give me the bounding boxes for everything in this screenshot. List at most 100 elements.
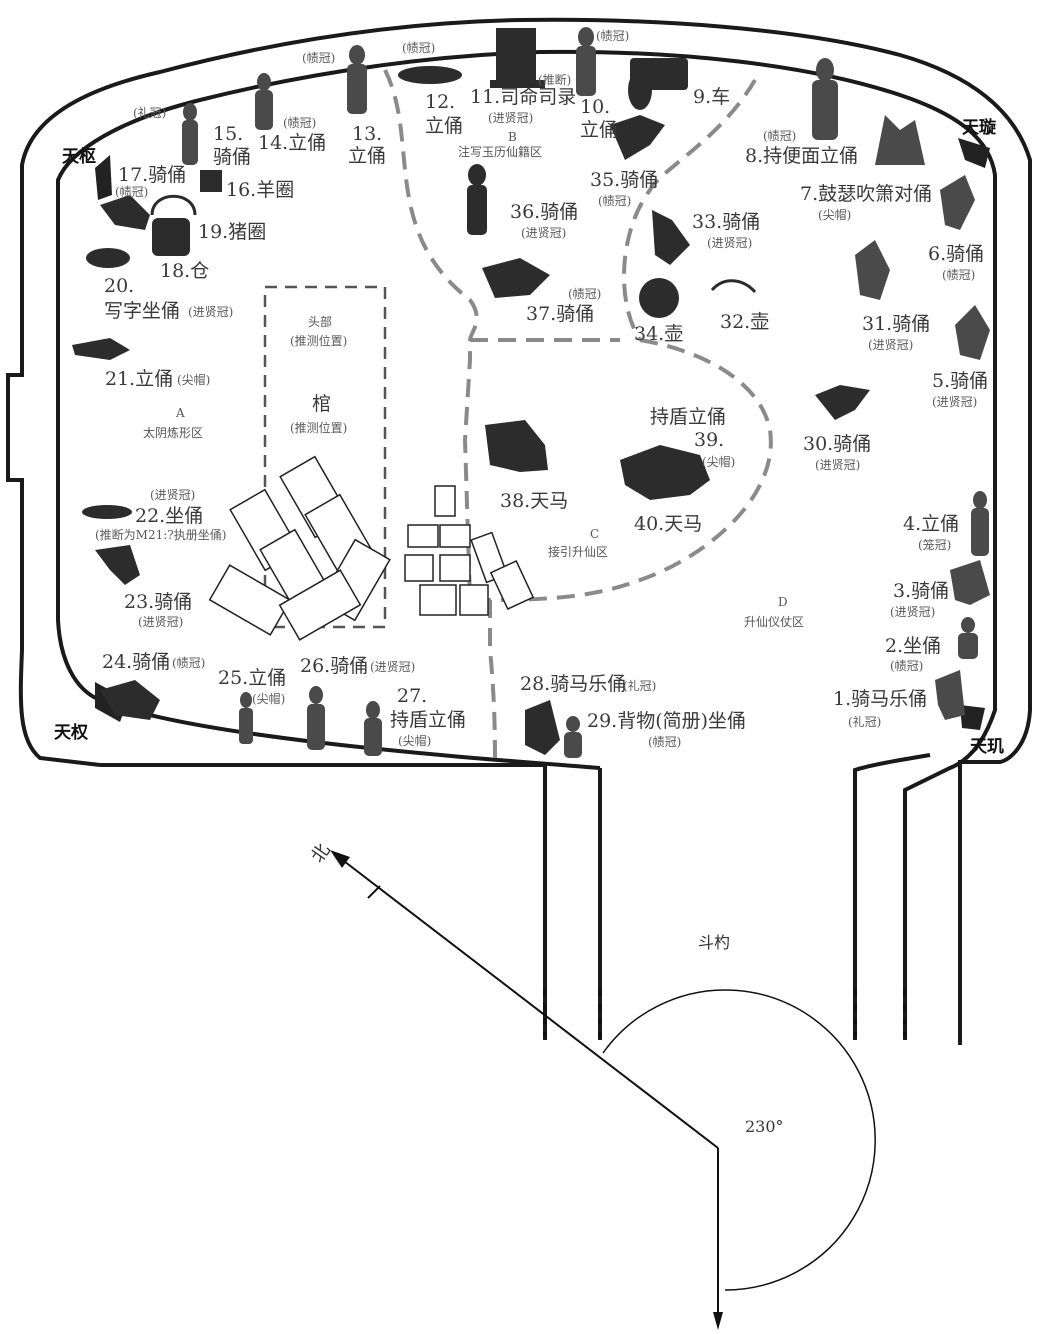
item-37-crown: (帻冠) (568, 287, 601, 301)
item-14-label: 14.立俑 (258, 132, 326, 154)
item-21-label: 21.立俑 (105, 368, 173, 390)
south-arrow-head (713, 1312, 723, 1330)
item-5-label: 5.骑俑 (932, 370, 988, 392)
item-15-label-b: 骑俑 (213, 146, 251, 168)
item-11-note: (推断) (538, 72, 571, 87)
outer-wall (6, 17, 1032, 1045)
item-3-label: 3.骑俑 (893, 580, 949, 602)
angle-arc (602, 989, 876, 1291)
zone-b-name: 注写玉历仙籍区 (458, 144, 542, 159)
zone-b-letter: B (508, 130, 517, 144)
item-30-crown: (进贤冠) (815, 458, 860, 472)
item-12-label-a: 12. (425, 91, 455, 113)
item-1-label: 1.骑马乐俑 (833, 688, 927, 710)
item-2-label: 2.坐俑 (885, 635, 941, 657)
item-8-label: 8.持便面立俑 (745, 145, 858, 167)
item-1-crown: (礼冠) (848, 714, 881, 729)
item-31-crown: (进贤冠) (868, 338, 913, 352)
coffin-name: 棺 (312, 393, 331, 415)
item-30-label: 30.骑俑 (803, 433, 871, 455)
corner-tianshu: 天枢 (62, 146, 96, 167)
zone-boundary-B-right (622, 78, 757, 342)
coffin-head: 头部 (308, 314, 332, 329)
zone-d-name: 升仙仪仗区 (744, 615, 804, 629)
corner-tianquan: 天权 (54, 722, 89, 743)
item-33-label: 33.骑俑 (692, 211, 760, 233)
item-28-crown: (礼冠) (623, 678, 656, 693)
item-12-crown: (帻冠) (402, 41, 435, 55)
item-26-crown: (进贤冠) (370, 660, 415, 674)
item-15-crown: (礼冠) (133, 105, 166, 120)
item-18-label: 18.仓 (160, 260, 209, 282)
item-29-crown: (帻冠) (648, 735, 681, 749)
item-28-label: 28.骑马乐俑 (520, 673, 626, 695)
item-34-label: 34.壶 (634, 323, 683, 345)
item-10-label-b: 立俑 (580, 119, 618, 141)
corner-tianxuan: 天璇 (962, 117, 996, 138)
coffin-note: (推测位置) (290, 420, 347, 435)
north-arrow-tick (367, 885, 381, 899)
item-5-crown: (进贤冠) (932, 395, 977, 409)
brick-pile-left (208, 455, 391, 641)
item-37-label: 37.骑俑 (526, 303, 594, 325)
item-10-crown: (帻冠) (596, 29, 629, 43)
item-36-crown: (进贤冠) (521, 226, 566, 240)
angle-label: 230° (745, 1117, 784, 1136)
item-10-label-a: 10. (580, 96, 610, 118)
item-29-label: 29.背物(简册)坐俑 (587, 710, 746, 732)
item-17-label: 17.骑俑 (118, 164, 186, 186)
item-27-crown: (尖帽) (398, 733, 431, 748)
item-25-label: 25.立俑 (218, 667, 286, 689)
item-13-label-b: 立俑 (348, 145, 386, 167)
zone-d-letter: D (778, 595, 788, 609)
item-36-label: 36.骑俑 (510, 201, 578, 223)
item-13-label-a: 13. (352, 123, 382, 145)
zone-c-name: 接引升仙区 (548, 544, 608, 559)
item-39-label-b: 39. (694, 429, 724, 451)
inner-wall-right-corridor (853, 753, 931, 1040)
item-35-label: 35.骑俑 (590, 169, 658, 191)
item-11-label: 11.司命司录 (470, 86, 576, 108)
zone-boundary-C (462, 338, 773, 602)
zone-a-name: 太阴炼形区 (143, 425, 203, 440)
item-33-crown: (进贤冠) (707, 236, 752, 250)
north-arrow-line (339, 857, 719, 1149)
item-26-label: 26.骑俑 (300, 655, 368, 677)
north-arrow-head (330, 850, 350, 868)
item-6-crown: (帻冠) (942, 268, 975, 282)
item-25-crown: (尖帽) (252, 691, 285, 706)
outer-wall-left-corridor (100, 763, 547, 1040)
item-35-crown: (帻冠) (598, 194, 631, 208)
item-16-label: 16.羊圈 (226, 179, 294, 201)
corner-tianji: 天玑 (970, 737, 1004, 757)
item-7-crown: (尖帽) (818, 207, 851, 222)
item-24-crown: (帻冠) (172, 656, 205, 670)
item-14-crown: (帻冠) (283, 116, 316, 130)
coffin-head-note: (推测位置) (290, 333, 347, 348)
item-9-label: 9.车 (693, 86, 730, 108)
coffin-outline (263, 285, 387, 629)
north-label: 北 (307, 840, 335, 867)
item-22-note: (推断为M21:?执册坐俑) (95, 527, 226, 542)
item-2-crown: (帻冠) (890, 659, 923, 673)
item-23-label: 23.骑俑 (124, 591, 192, 613)
compass: 北 斗杓 230° (307, 840, 876, 1330)
item-39-label-a: 持盾立俑 (650, 406, 726, 428)
item-labels: 1.骑马乐俑 (礼冠) 2.坐俑 (帻冠) 3.骑俑 (进贤冠) 4.立俑 (笼… (95, 29, 988, 749)
brick-pile-right (404, 485, 535, 616)
item-38-label: 38.天马 (500, 490, 568, 512)
item-15-label-a: 15. (213, 123, 243, 145)
item-23-crown: (进贤冠) (138, 615, 183, 629)
item-31-label: 31.骑俑 (862, 313, 930, 335)
item-4-crown: (笼冠) (918, 537, 951, 552)
item-24-label: 24.骑俑 (102, 651, 170, 673)
item-22-label: 22.坐俑 (135, 505, 203, 527)
zone-boundary-D (488, 600, 497, 766)
item-27-label-a: 27. (397, 685, 427, 707)
item-3-crown: (进贤冠) (890, 605, 935, 619)
item-7-label: 7.鼓瑟吹箫对俑 (800, 183, 932, 205)
item-20-label-a: 20. (104, 275, 134, 297)
zone-c-letter: C (590, 527, 599, 541)
